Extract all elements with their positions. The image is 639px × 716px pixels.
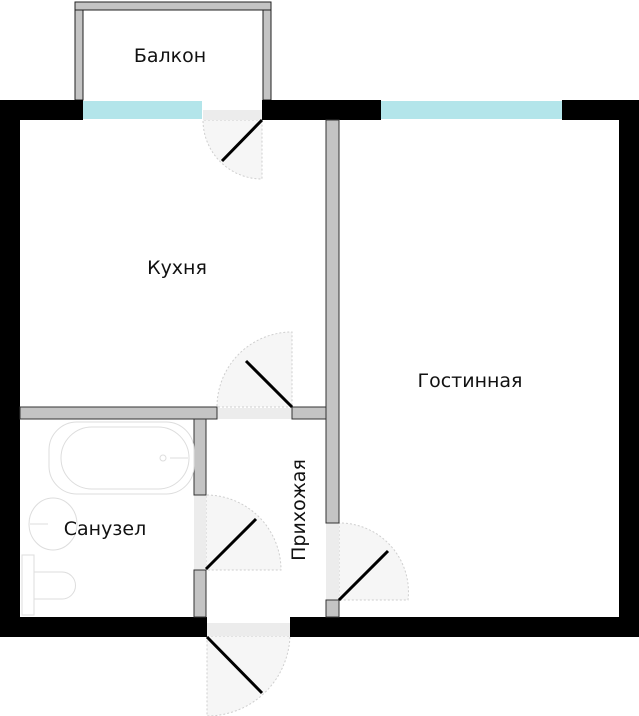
toilet-icon	[21, 554, 35, 616]
entrance-door	[205, 635, 264, 695]
room-label-living-room: Гостинная	[418, 370, 523, 392]
bathroom-fixtures	[21, 421, 195, 616]
living-room-door	[337, 549, 390, 602]
bathroom-door	[204, 517, 258, 571]
inner-walls	[19, 119, 340, 618]
room-label-bathroom: Санузел	[64, 518, 147, 540]
room-label-kitchen: Кухня	[147, 257, 207, 279]
door-gaps	[194, 110, 339, 636]
room-label-balcony: Балкон	[134, 45, 206, 67]
room-label-hallway: Прихожая	[288, 459, 310, 561]
kitchen-door	[244, 359, 294, 409]
bathtub-icon	[48, 421, 195, 495]
outer-walls	[0, 100, 639, 637]
sink-icon	[28, 497, 78, 551]
balcony-door	[220, 118, 264, 163]
kitchen-window	[83, 101, 202, 119]
living-room-window	[381, 101, 562, 119]
door-leaves	[204, 118, 390, 695]
